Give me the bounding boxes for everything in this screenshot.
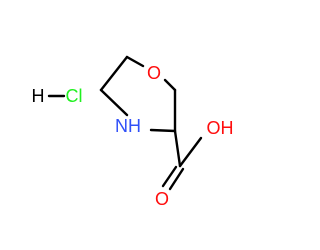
bond-c3-carboxyl (173, 129, 182, 168)
carbonyl-oxygen-label: O (155, 189, 169, 209)
ring-oxygen-label: O (147, 63, 161, 83)
bond-c3-n4 (149, 128, 177, 133)
bond-carbonyl-1 (161, 165, 178, 188)
bond-c6-o1 (125, 55, 145, 68)
chemical-structure: O NH OH O H Cl (32, 55, 234, 209)
salt-hydrogen-label: H (32, 86, 45, 106)
bond-c5-c6 (99, 55, 129, 92)
ring-nitrogen-label: NH (115, 116, 141, 136)
bond-o1-c2 (163, 78, 177, 92)
hydroxyl-label: OH (207, 118, 234, 138)
bond-n4-c5 (99, 88, 129, 117)
salt-chlorine-label: Cl (66, 86, 83, 106)
bond-carbonyl-2 (168, 167, 185, 191)
bond-carboxyl-oh (178, 136, 203, 168)
